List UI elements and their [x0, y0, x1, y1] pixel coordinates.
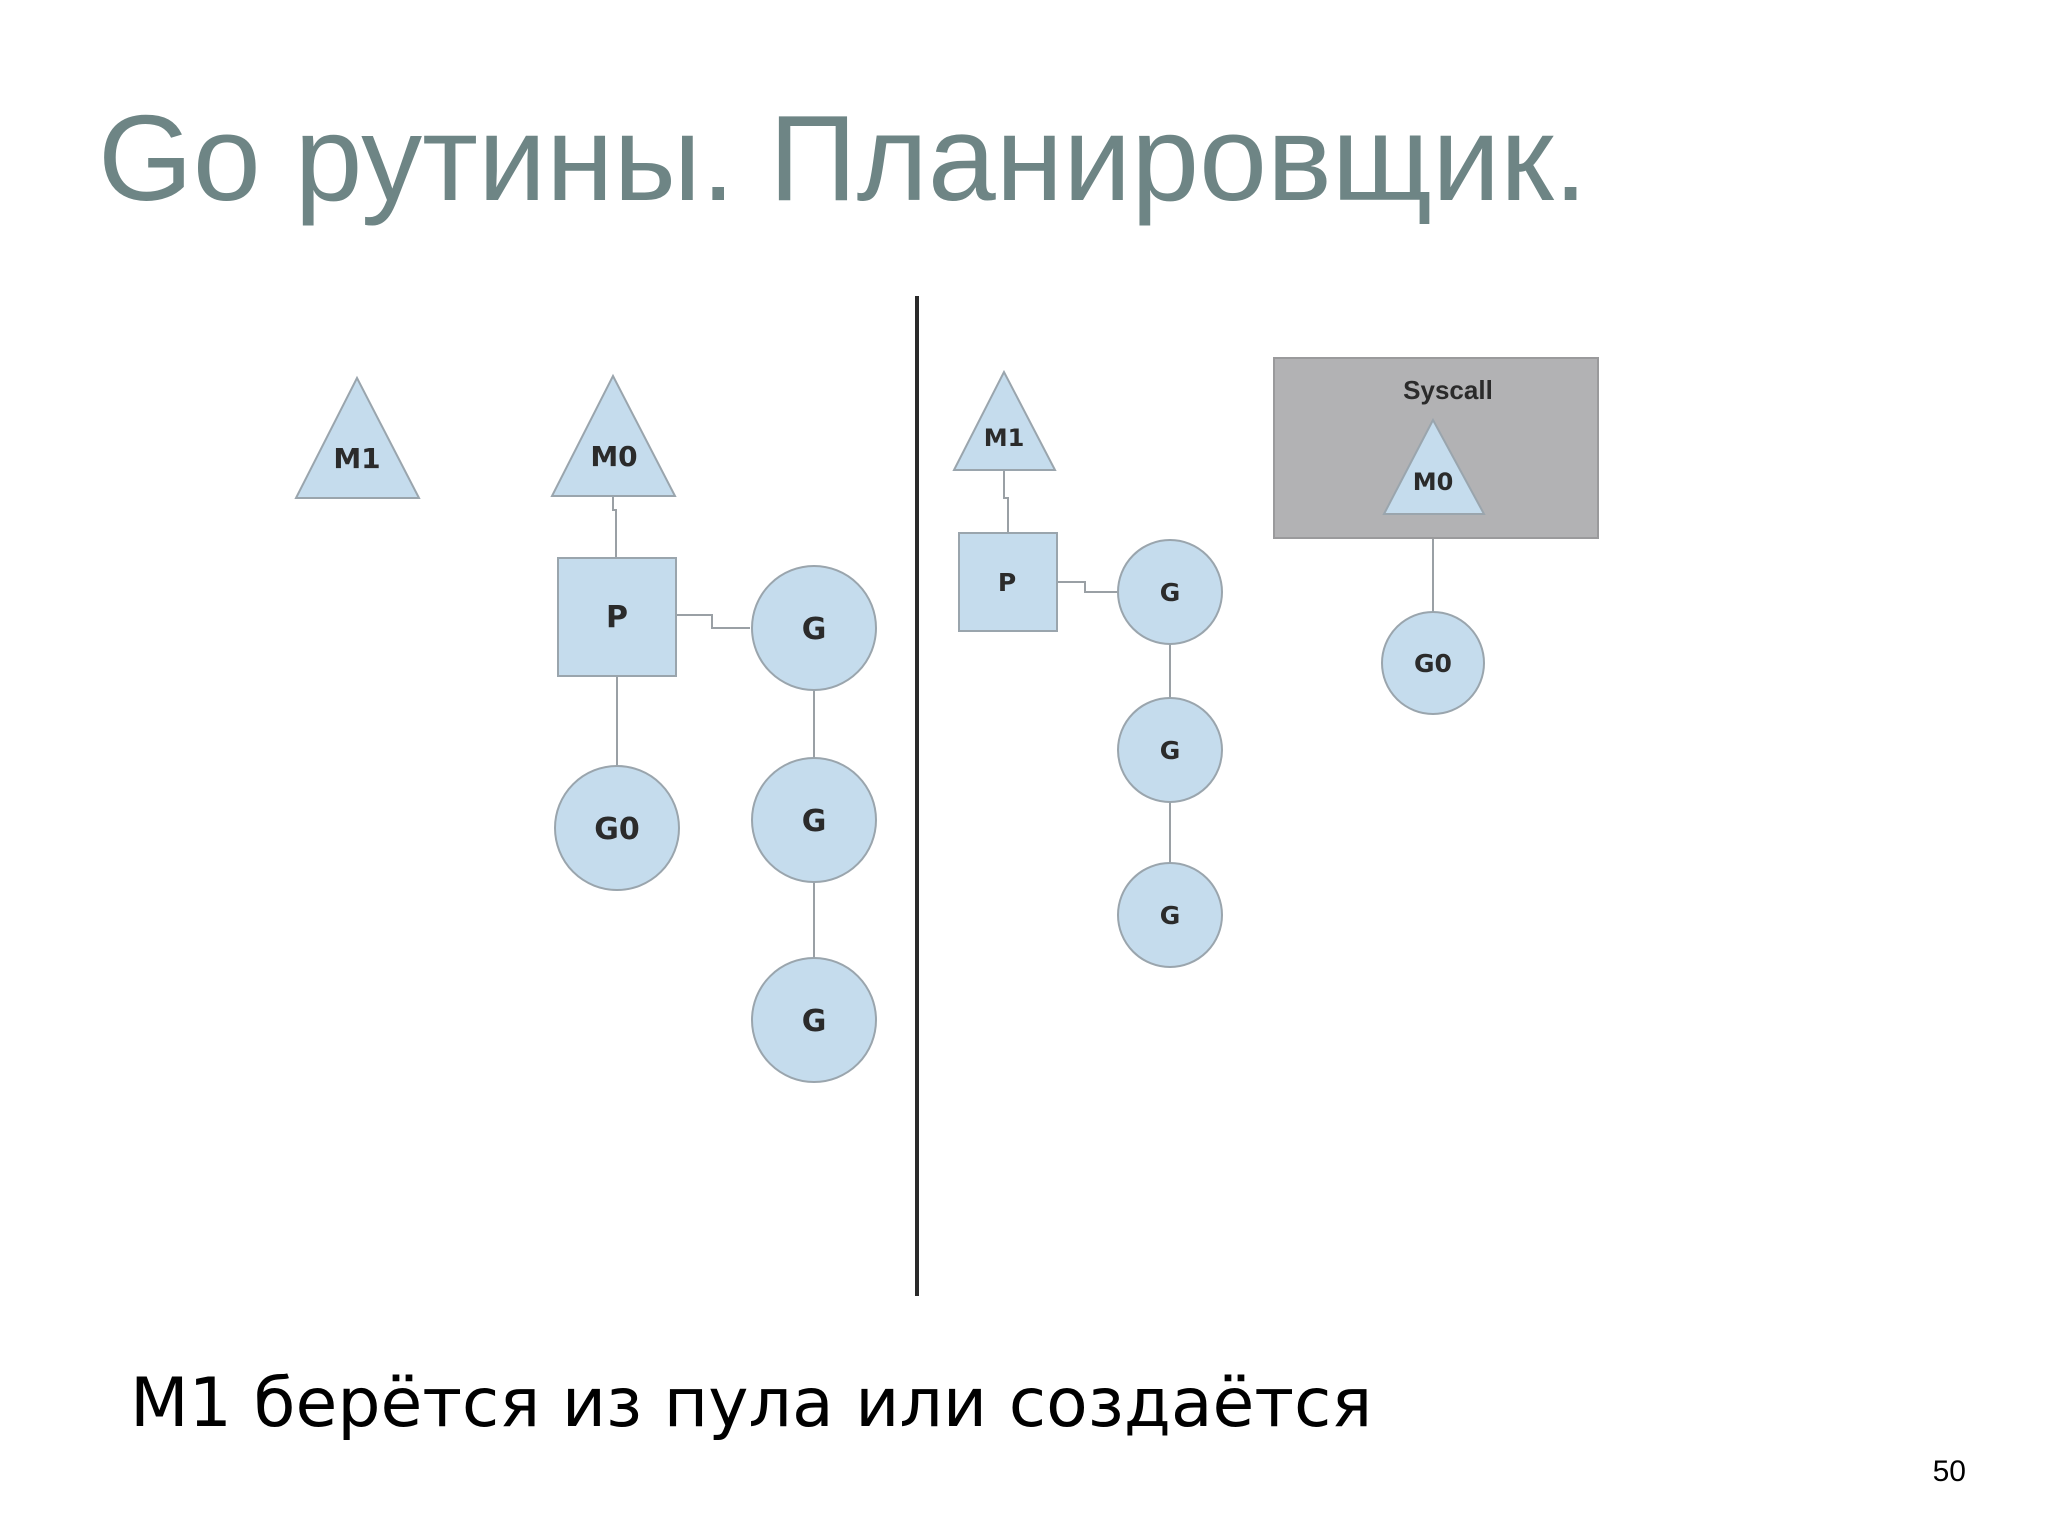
- right-g-label: G: [1160, 578, 1181, 607]
- left-p-node: P: [557, 557, 677, 677]
- right-m1-label: M1: [984, 424, 1025, 452]
- right-m1-node: M1: [952, 369, 1057, 471]
- right-g-label: G: [1160, 736, 1181, 765]
- right-p-g-link: [1057, 581, 1118, 593]
- left-p-g-link: [676, 614, 750, 629]
- left-m0-p-link: [612, 496, 617, 558]
- right-g0-node: G0: [1381, 611, 1485, 715]
- left-g-node: G: [751, 957, 877, 1083]
- left-g-label: G: [802, 1004, 827, 1039]
- left-g0-label: G0: [594, 812, 640, 847]
- left-panel: M1 M0 P G0 G G G: [294, 373, 877, 1083]
- right-panel: Syscall M0 G0 M1 P G G: [952, 357, 1599, 968]
- left-p-label: P: [606, 600, 628, 635]
- left-g-label: G: [802, 612, 827, 647]
- right-g-node: G: [1117, 539, 1223, 645]
- right-g-node: G: [1117, 697, 1223, 803]
- right-p-node: P: [958, 532, 1058, 632]
- left-m0-label: M0: [590, 440, 637, 473]
- page-number: 50: [1932, 1455, 1966, 1488]
- left-g-label: G: [802, 804, 827, 839]
- right-m0-label: M0: [1413, 468, 1454, 496]
- left-m0-node: M0: [550, 373, 677, 497]
- syscall-label: Syscall: [1403, 375, 1493, 405]
- right-g-label: G: [1160, 901, 1181, 930]
- right-m1-p-link: [1003, 470, 1009, 533]
- left-m1-node: M1: [294, 375, 421, 499]
- left-g-node: G: [751, 757, 877, 883]
- slide-caption: M1 берётся из пула или создаётся: [130, 1364, 1373, 1443]
- left-g0-node: G0: [554, 765, 680, 891]
- right-g0-label: G0: [1414, 649, 1452, 678]
- right-g-node: G: [1117, 862, 1223, 968]
- left-m1-label: M1: [333, 442, 380, 475]
- slide-title: Go рутины. Планировщик.: [98, 90, 1588, 226]
- right-p-label: P: [998, 568, 1016, 597]
- right-m0-node: M0: [1382, 417, 1486, 515]
- left-g-node: G: [751, 565, 877, 691]
